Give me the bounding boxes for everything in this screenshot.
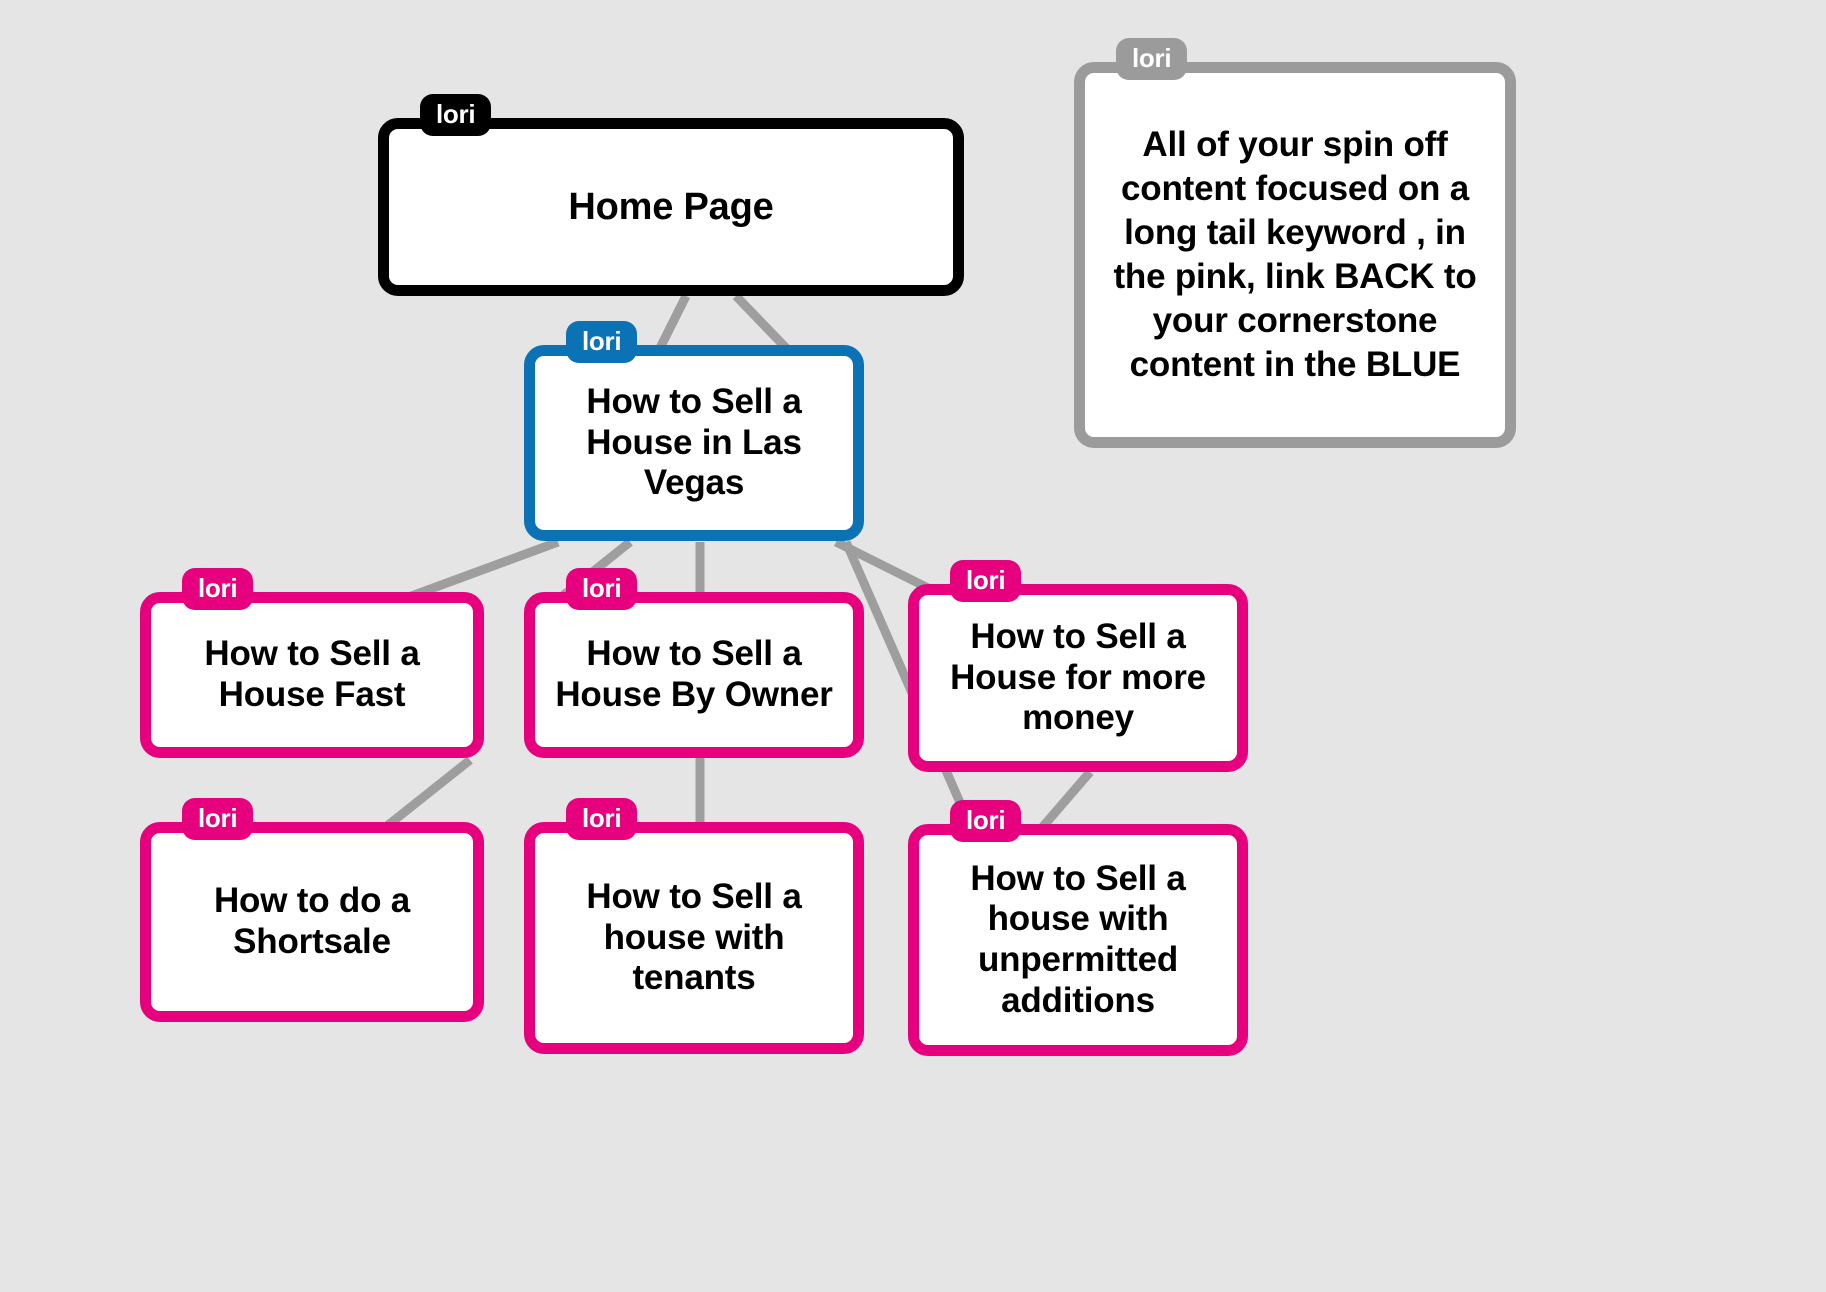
node-tag-sell-house-unpermitted-additions[interactable]: lori <box>950 800 1022 842</box>
note-tag-spin-off[interactable]: lori <box>1116 38 1188 80</box>
connector-sell-house-fast-to-do-a-shortsale <box>379 756 473 834</box>
connector-sell-house-more-money-to-sell-house-unpermitted-additions <box>1036 769 1094 833</box>
node-tag-sell-house-by-owner[interactable]: lori <box>566 568 638 610</box>
node-sell-house-fast[interactable]: How to Sell a House Fast <box>140 592 484 758</box>
node-tag-sell-house-with-tenants[interactable]: lori <box>566 798 638 840</box>
note-text-spin-off: All of your spin off content focused on … <box>1113 124 1477 385</box>
node-label-do-a-shortsale: How to do a Shortsale <box>213 881 411 961</box>
node-tag-sell-house-las-vegas[interactable]: lori <box>566 321 638 363</box>
node-label-sell-house-by-owner: How to Sell a House By Owner <box>555 634 833 714</box>
node-sell-house-more-money[interactable]: How to Sell a House for more money <box>908 584 1248 772</box>
connector-home-page-to-sell-house-las-vegas <box>653 293 691 355</box>
node-label-sell-house-las-vegas: How to Sell a House in Las Vegas <box>586 382 802 503</box>
node-sell-house-by-owner[interactable]: How to Sell a House By Owner <box>524 592 864 758</box>
node-label-home-page: Home Page <box>568 185 774 228</box>
node-sell-house-las-vegas[interactable]: How to Sell a House in Las Vegas <box>524 345 864 541</box>
node-home-page[interactable]: Home Page <box>378 118 964 296</box>
node-label-sell-house-more-money: How to Sell a House for more money <box>950 617 1206 738</box>
node-do-a-shortsale[interactable]: How to do a Shortsale <box>140 822 484 1022</box>
note-spin-off[interactable]: All of your spin off content focused on … <box>1074 62 1516 448</box>
node-tag-sell-house-fast[interactable]: lori <box>182 568 254 610</box>
node-tag-sell-house-more-money[interactable]: lori <box>950 560 1022 602</box>
node-label-sell-house-fast: How to Sell a House Fast <box>204 634 420 714</box>
connector-sell-house-las-vegas-to-sell-house-fast <box>404 537 560 603</box>
node-sell-house-unpermitted-additions[interactable]: How to Sell a house with unpermitted add… <box>908 824 1248 1056</box>
node-tag-do-a-shortsale[interactable]: lori <box>182 798 254 840</box>
node-tag-home-page[interactable]: lori <box>420 94 492 136</box>
node-label-sell-house-with-tenants: How to Sell a house with tenants <box>586 877 802 998</box>
node-sell-house-with-tenants[interactable]: How to Sell a house with tenants <box>524 822 864 1054</box>
connector-home-page-to-sell-house-las-vegas <box>732 292 794 356</box>
node-label-sell-house-unpermitted-additions: How to Sell a house with unpermitted add… <box>970 858 1186 1020</box>
